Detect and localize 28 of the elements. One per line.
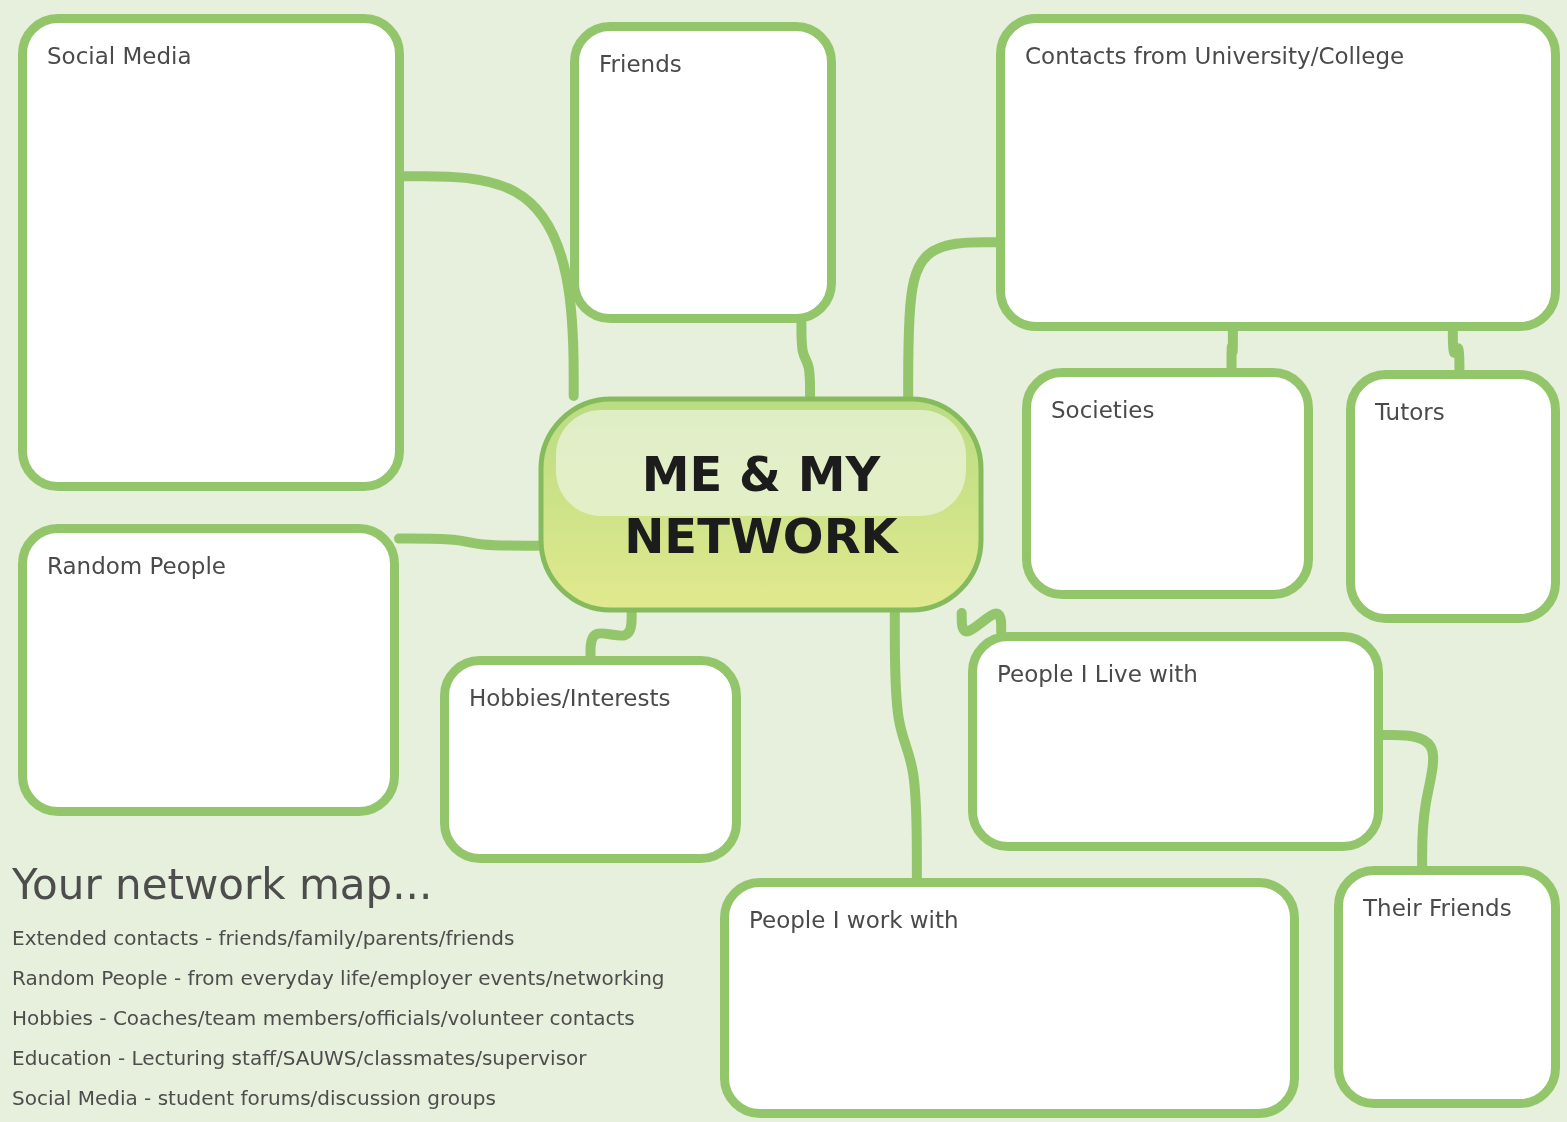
category-box xyxy=(18,14,404,491)
category-box xyxy=(440,656,741,863)
category-label: Random People xyxy=(47,553,226,579)
category-box xyxy=(18,524,399,816)
center-title: ME & MY NETWORK xyxy=(623,444,900,566)
category-label: Tutors xyxy=(1375,399,1445,425)
category-label: Social Media xyxy=(47,43,192,69)
note-text: Social Media - student forums/discussion groups xyxy=(12,1086,496,1110)
category-label: People I work with xyxy=(749,907,959,933)
category-label: People I Live with xyxy=(997,661,1198,687)
category-box xyxy=(570,22,836,323)
category-box xyxy=(1334,866,1560,1108)
category-label: Friends xyxy=(599,51,682,77)
note-text: Education - Lecturing staff/SAUWS/classmates/supervisor xyxy=(12,1046,587,1070)
category-box xyxy=(968,632,1383,851)
central-pill xyxy=(538,396,984,613)
category-label: Contacts from University/College xyxy=(1025,43,1405,69)
category-box xyxy=(1346,370,1560,623)
note-text: Hobbies - Coaches/team members/officials/volunteer contacts xyxy=(12,1006,635,1030)
note-text: Random People - from everyday life/employer events/networking xyxy=(12,966,665,990)
category-box xyxy=(720,878,1299,1118)
category-label: Societies xyxy=(1051,397,1155,423)
category-box xyxy=(1022,368,1313,599)
category-box xyxy=(996,14,1560,331)
category-label: Hobbies/Interests xyxy=(469,685,671,711)
note-text: Extended contacts - friends/family/parents/friends xyxy=(12,926,515,950)
category-label: Their Friends xyxy=(1363,895,1512,921)
section-heading: Your network map... xyxy=(12,860,433,909)
